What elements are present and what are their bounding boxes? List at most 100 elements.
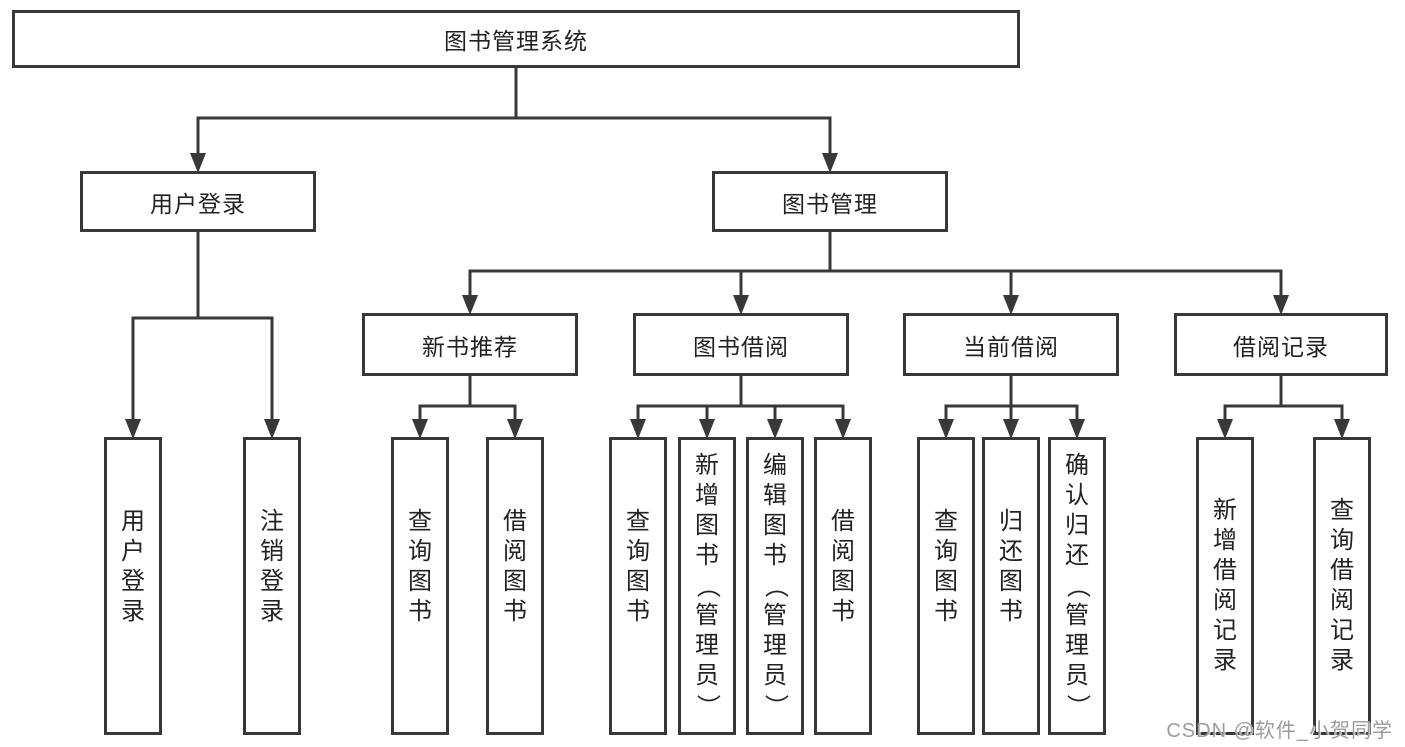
tree-leaf: 确认归还（管理员） bbox=[1048, 437, 1106, 735]
leaf-label-char: 记 bbox=[1330, 617, 1354, 644]
tree-leaf: 用户登录 bbox=[104, 437, 162, 735]
arrowhead-icon bbox=[412, 419, 428, 439]
leaf-label-char: 录 bbox=[1330, 647, 1354, 674]
arrowhead-icon bbox=[1069, 419, 1085, 439]
arrowhead-icon bbox=[835, 419, 851, 439]
leaf-label-char: 查 bbox=[626, 508, 650, 535]
leaf-label-char: 录 bbox=[1213, 647, 1237, 674]
node-new-book-recommend: 新书推荐 bbox=[362, 313, 578, 376]
arrowhead-icon bbox=[507, 419, 523, 439]
arrowhead-icon bbox=[1003, 295, 1019, 315]
leaf-label-char: 书 bbox=[934, 598, 958, 625]
leaf-label-char: 归 bbox=[1065, 512, 1089, 539]
tree-leaf: 查询图书 bbox=[917, 437, 975, 735]
leaf-label-char: 借 bbox=[503, 508, 527, 535]
leaf-label-char: 阅 bbox=[1330, 587, 1354, 614]
leaf-label-char: 注 bbox=[260, 508, 284, 535]
node-root-label: 图书管理系统 bbox=[444, 28, 588, 54]
leaf-label-char: 图 bbox=[763, 512, 787, 539]
leaf-label-char: 销 bbox=[260, 538, 284, 565]
arrowhead-icon bbox=[264, 419, 280, 439]
tree-leaf: 归还图书 bbox=[982, 437, 1040, 735]
node-user-login-label: 用户登录 bbox=[150, 190, 246, 217]
arrowhead-icon bbox=[822, 153, 838, 173]
leaf-label-char: 还 bbox=[999, 538, 1023, 565]
node-book-borrow: 图书借阅 bbox=[633, 313, 849, 376]
leaf-label-char: 图 bbox=[831, 568, 855, 595]
leaf-label-char: 阅 bbox=[1213, 587, 1237, 614]
arrowhead-icon bbox=[699, 419, 715, 439]
leaf-label-char: 阅 bbox=[831, 538, 855, 565]
leaf-label-char: 还 bbox=[1065, 542, 1089, 569]
leaf-label-char: 书 bbox=[408, 598, 432, 625]
leaf-label-char: 图 bbox=[626, 568, 650, 595]
tree-leaf: 查询图书 bbox=[609, 437, 667, 735]
node-book-management: 图书管理 bbox=[712, 171, 948, 232]
leaf-label-char: 户 bbox=[121, 538, 145, 565]
leaf-label-char: ） bbox=[1064, 694, 1091, 718]
leaf-label-char: 书 bbox=[763, 542, 787, 569]
arrowhead-icon bbox=[190, 153, 206, 173]
node-current-borrow: 当前借阅 bbox=[903, 313, 1119, 376]
tree-leaf: 编辑图书（管理员） bbox=[746, 437, 804, 735]
node-root: 图书管理系统 bbox=[12, 10, 1020, 68]
leaf-label-char: ） bbox=[762, 694, 789, 718]
leaf-label-char: 归 bbox=[999, 508, 1023, 535]
leaf-label-char: 阅 bbox=[503, 538, 527, 565]
arrowhead-icon bbox=[125, 419, 141, 439]
leaf-label-char: 理 bbox=[1065, 632, 1089, 659]
node-book-borrow-label: 图书借阅 bbox=[693, 333, 789, 360]
leaf-label-char: （ bbox=[1064, 574, 1091, 598]
leaf-label-char: 借 bbox=[1330, 557, 1354, 584]
leaf-label-char: 认 bbox=[1065, 482, 1089, 509]
tree-leaf: 查询借阅记录 bbox=[1313, 437, 1371, 735]
tree-leaf: 新增借阅记录 bbox=[1196, 437, 1254, 735]
node-borrow-records: 借阅记录 bbox=[1174, 313, 1388, 376]
arrowhead-icon bbox=[767, 419, 783, 439]
arrowhead-icon bbox=[1334, 419, 1350, 439]
node-user-login: 用户登录 bbox=[80, 171, 316, 232]
leaf-label-char: 书 bbox=[626, 598, 650, 625]
node-current-borrow-label: 当前借阅 bbox=[963, 333, 1059, 360]
leaf-label-char: 增 bbox=[695, 482, 719, 509]
tree-leaf: 查询图书 bbox=[391, 437, 449, 735]
arrowhead-icon bbox=[1273, 295, 1289, 315]
leaf-label-char: 确 bbox=[1065, 452, 1089, 479]
leaf-label-char: 查 bbox=[408, 508, 432, 535]
leaf-label-char: 增 bbox=[1213, 527, 1237, 554]
leaf-label-char: 书 bbox=[831, 598, 855, 625]
leaf-label-char: 登 bbox=[121, 568, 145, 595]
arrowhead-icon bbox=[462, 295, 478, 315]
leaf-label-char: 书 bbox=[503, 598, 527, 625]
leaf-label-char: 询 bbox=[1330, 527, 1354, 554]
leaf-label-char: 图 bbox=[934, 568, 958, 595]
leaf-label-char: 辑 bbox=[763, 482, 787, 509]
leaf-label-char: 书 bbox=[695, 542, 719, 569]
leaf-label-char: 员 bbox=[1065, 662, 1089, 689]
leaf-label-char: 借 bbox=[831, 508, 855, 535]
arrowhead-icon bbox=[1003, 419, 1019, 439]
leaf-label-char: ） bbox=[694, 694, 721, 718]
node-borrow-records-label: 借阅记录 bbox=[1233, 333, 1329, 360]
leaf-label-char: 询 bbox=[934, 538, 958, 565]
leaf-label-char: （ bbox=[762, 574, 789, 598]
arrowhead-icon bbox=[630, 419, 646, 439]
arrowhead-icon bbox=[938, 419, 954, 439]
tree-leaf: 注销登录 bbox=[243, 437, 301, 735]
leaf-label-char: 查 bbox=[934, 508, 958, 535]
arrowhead-icon bbox=[733, 295, 749, 315]
leaf-label-char: 查 bbox=[1330, 497, 1354, 524]
leaf-label-char: 图 bbox=[999, 568, 1023, 595]
tree-leaf: 借阅图书 bbox=[814, 437, 872, 735]
leaf-label-char: 询 bbox=[626, 538, 650, 565]
tree-leaf: 借阅图书 bbox=[486, 437, 544, 735]
leaf-label-char: 理 bbox=[763, 632, 787, 659]
leaf-label-char: 录 bbox=[121, 598, 145, 625]
leaf-label-char: 图 bbox=[695, 512, 719, 539]
leaf-label-char: （ bbox=[694, 574, 721, 598]
leaf-label-char: 图 bbox=[503, 568, 527, 595]
leaf-label-char: 管 bbox=[763, 602, 787, 629]
node-book-management-label: 图书管理 bbox=[782, 190, 878, 217]
